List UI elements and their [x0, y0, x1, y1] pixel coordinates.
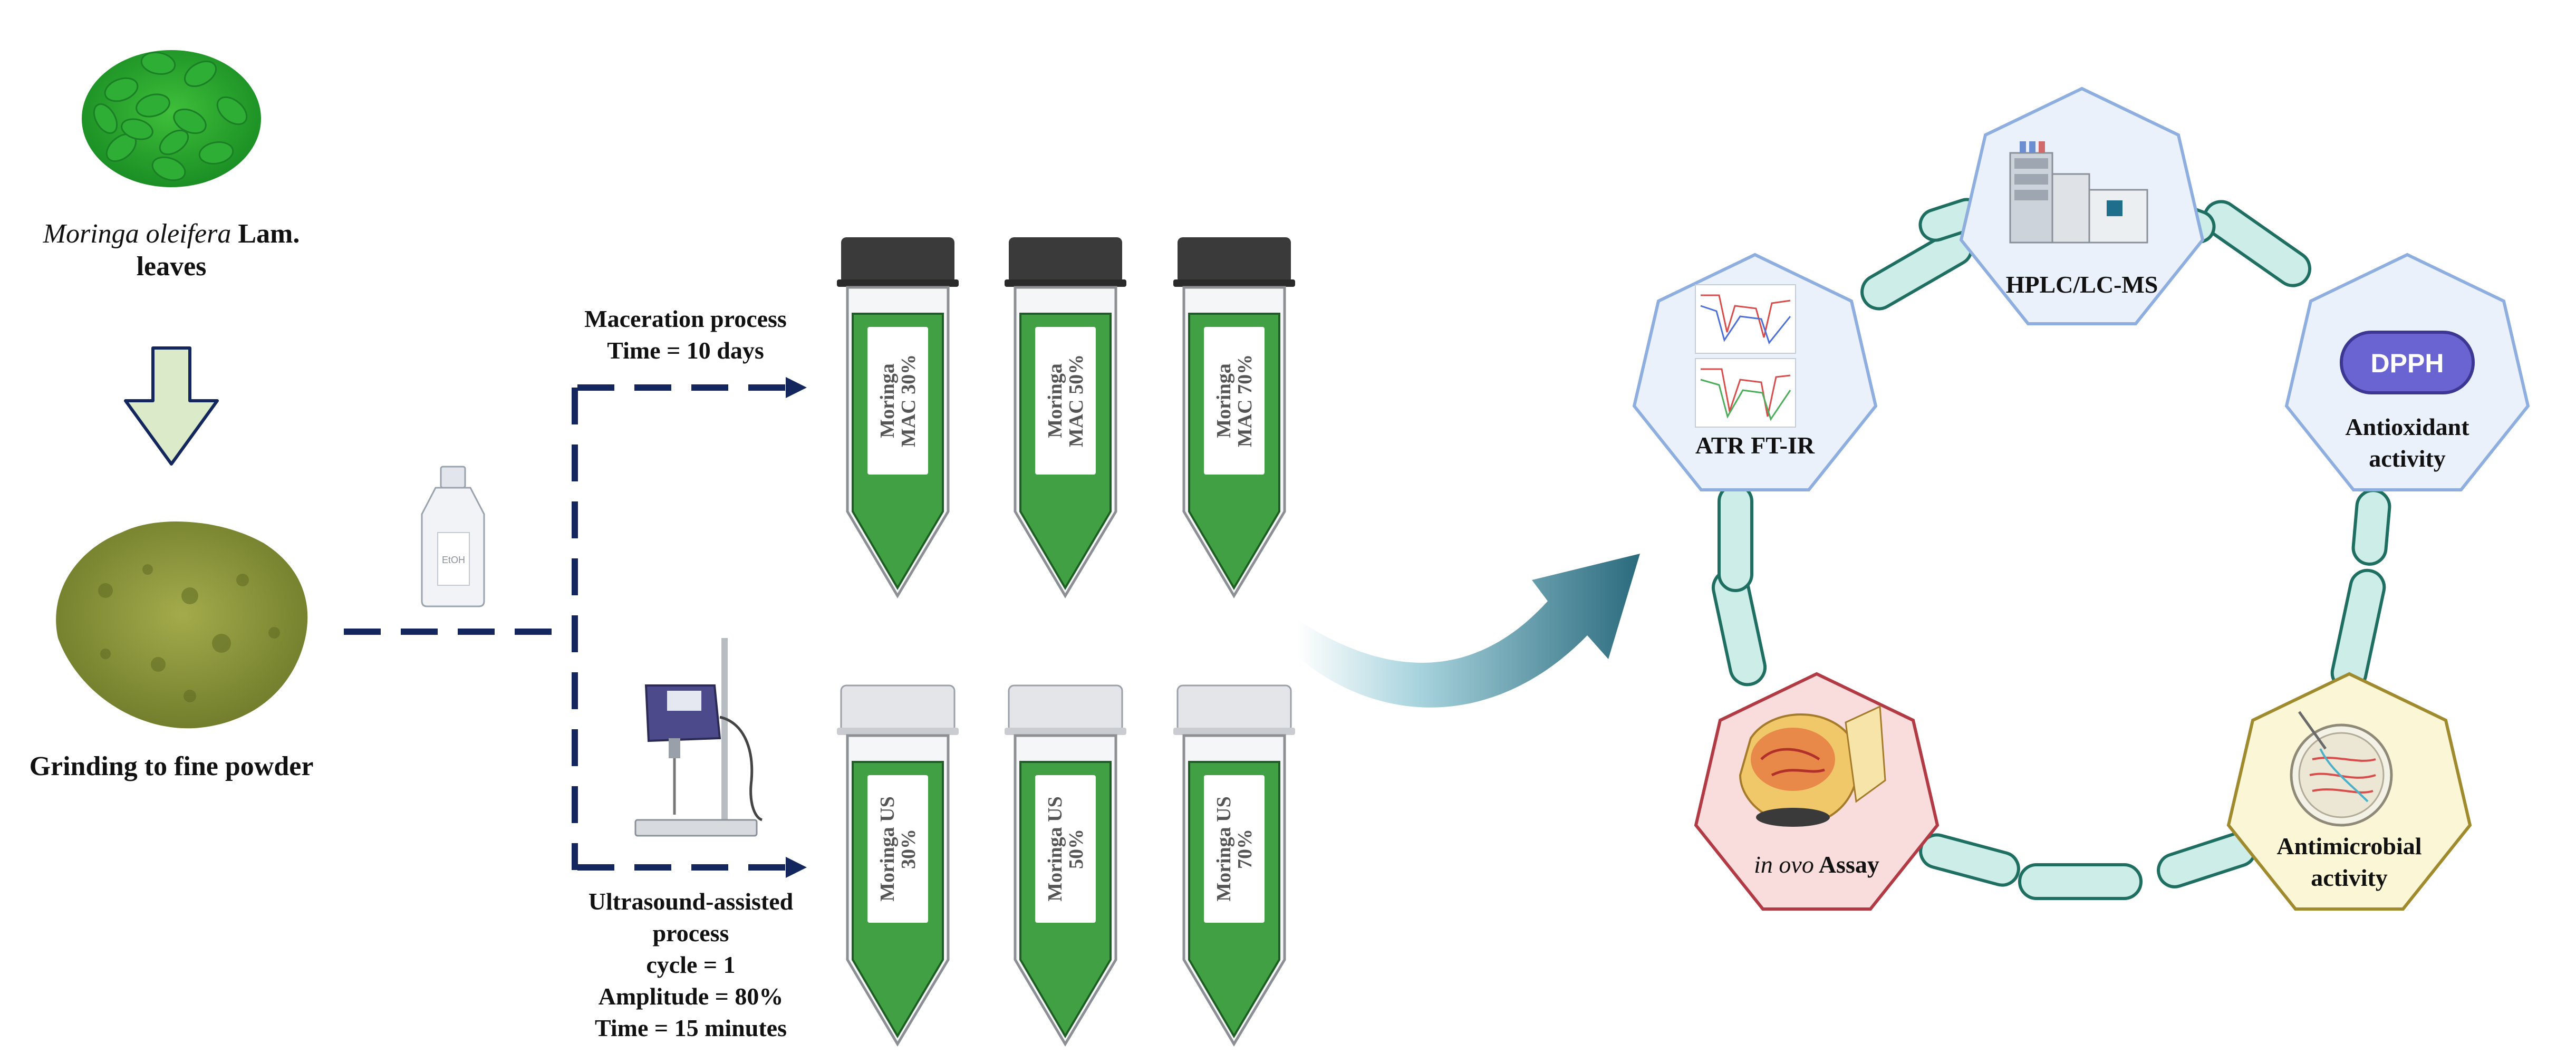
antimicrobial-node: Antimicrobial activity	[2226, 672, 2472, 911]
tube-mac-70-line2: MAC 70%	[1234, 354, 1256, 447]
tube-mac-70: Moringa MAC 70%	[1173, 237, 1295, 598]
atr-label: ATR FT-IR	[1695, 432, 1815, 459]
moringa-leaves-image	[82, 50, 261, 187]
ethanol-bottle-icon: EtOH	[421, 466, 485, 607]
tube-mac-30: Moringa MAC 30%	[837, 237, 959, 598]
tube-mac-50-line1: Moringa	[1044, 363, 1066, 438]
tube-mac-30-line1: Moringa	[876, 363, 899, 438]
maceration-time: Time = 10 days	[607, 337, 764, 364]
inovo-node: in ovo Assay	[1694, 672, 1940, 911]
species-label-line2: leaves	[137, 252, 207, 282]
down-arrow-icon	[124, 346, 219, 466]
atr-node: ATR FT-IR	[1632, 253, 1878, 491]
tube-us-70: Moringa US 70%	[1173, 684, 1295, 1047]
dpph-badge	[2340, 331, 2475, 394]
dpph-badge-label: DPPH	[2371, 349, 2444, 378]
tube-us-70-line2: 70%	[1234, 829, 1256, 869]
tube-us-30-line1: Moringa US	[876, 796, 899, 902]
sonicator-icon	[634, 638, 763, 837]
antimicrobial-label-line1: Antimicrobial	[2276, 833, 2421, 859]
arrowhead-ultrasound-icon	[786, 857, 807, 878]
tube-mac-30-line2: MAC 30%	[898, 354, 920, 447]
egg-icon	[1739, 705, 1886, 827]
antioxidant-label-line1: Antioxidant	[2345, 413, 2469, 440]
capsule-ring	[1711, 198, 2391, 900]
antimicrobial-label-line2: activity	[2311, 864, 2388, 891]
ultrasound-title: Ultrasound-assisted	[588, 888, 794, 915]
petri-dish-icon	[2290, 711, 2393, 827]
antioxidant-label-line2: activity	[2369, 445, 2446, 472]
species-label: Moringa oleifera Lam.	[43, 219, 300, 249]
tube-us-70-line1: Moringa US	[1213, 796, 1235, 902]
bottle-label: EtOH	[442, 555, 465, 565]
tube-mac-50-line2: MAC 50%	[1065, 354, 1087, 447]
tube-us-50-line2: 50%	[1065, 829, 1087, 869]
tube-us-30: Moringa US 30%	[837, 684, 959, 1047]
ultrasound-amplitude: Amplitude = 80%	[599, 983, 784, 1010]
arrowhead-maceration-icon	[786, 377, 807, 398]
hplc-node: HPLC/LC-MS	[1959, 86, 2205, 325]
tube-mac-70-line1: Moringa	[1213, 363, 1235, 438]
tube-us-30-line2: 30%	[898, 829, 920, 869]
hplc-label: HPLC/LC-MS	[2006, 271, 2158, 298]
leaf-powder-image	[56, 521, 308, 729]
inovo-label: in ovo Assay	[1754, 851, 1879, 878]
ultrasound-cycle: cycle = 1	[646, 951, 735, 978]
grinding-label: Grinding to fine powder	[30, 751, 314, 781]
ultrasound-time: Time = 15 minutes	[595, 1014, 787, 1041]
antioxidant-node: DPPH Antioxidant activity	[2284, 253, 2530, 491]
tube-us-50: Moringa US 50%	[1005, 684, 1126, 1047]
hplc-instrument-icon	[2009, 141, 2148, 244]
tube-mac-50: Moringa MAC 50%	[1005, 237, 1126, 598]
maceration-title: Maceration process	[584, 305, 787, 332]
curved-arrow-icon	[1297, 554, 1640, 708]
tube-us-50-line1: Moringa US	[1044, 796, 1066, 902]
dashed-branch-lines	[344, 384, 786, 871]
ultrasound-process: process	[653, 920, 729, 946]
ftir-spectrum-icon	[1695, 284, 1796, 428]
